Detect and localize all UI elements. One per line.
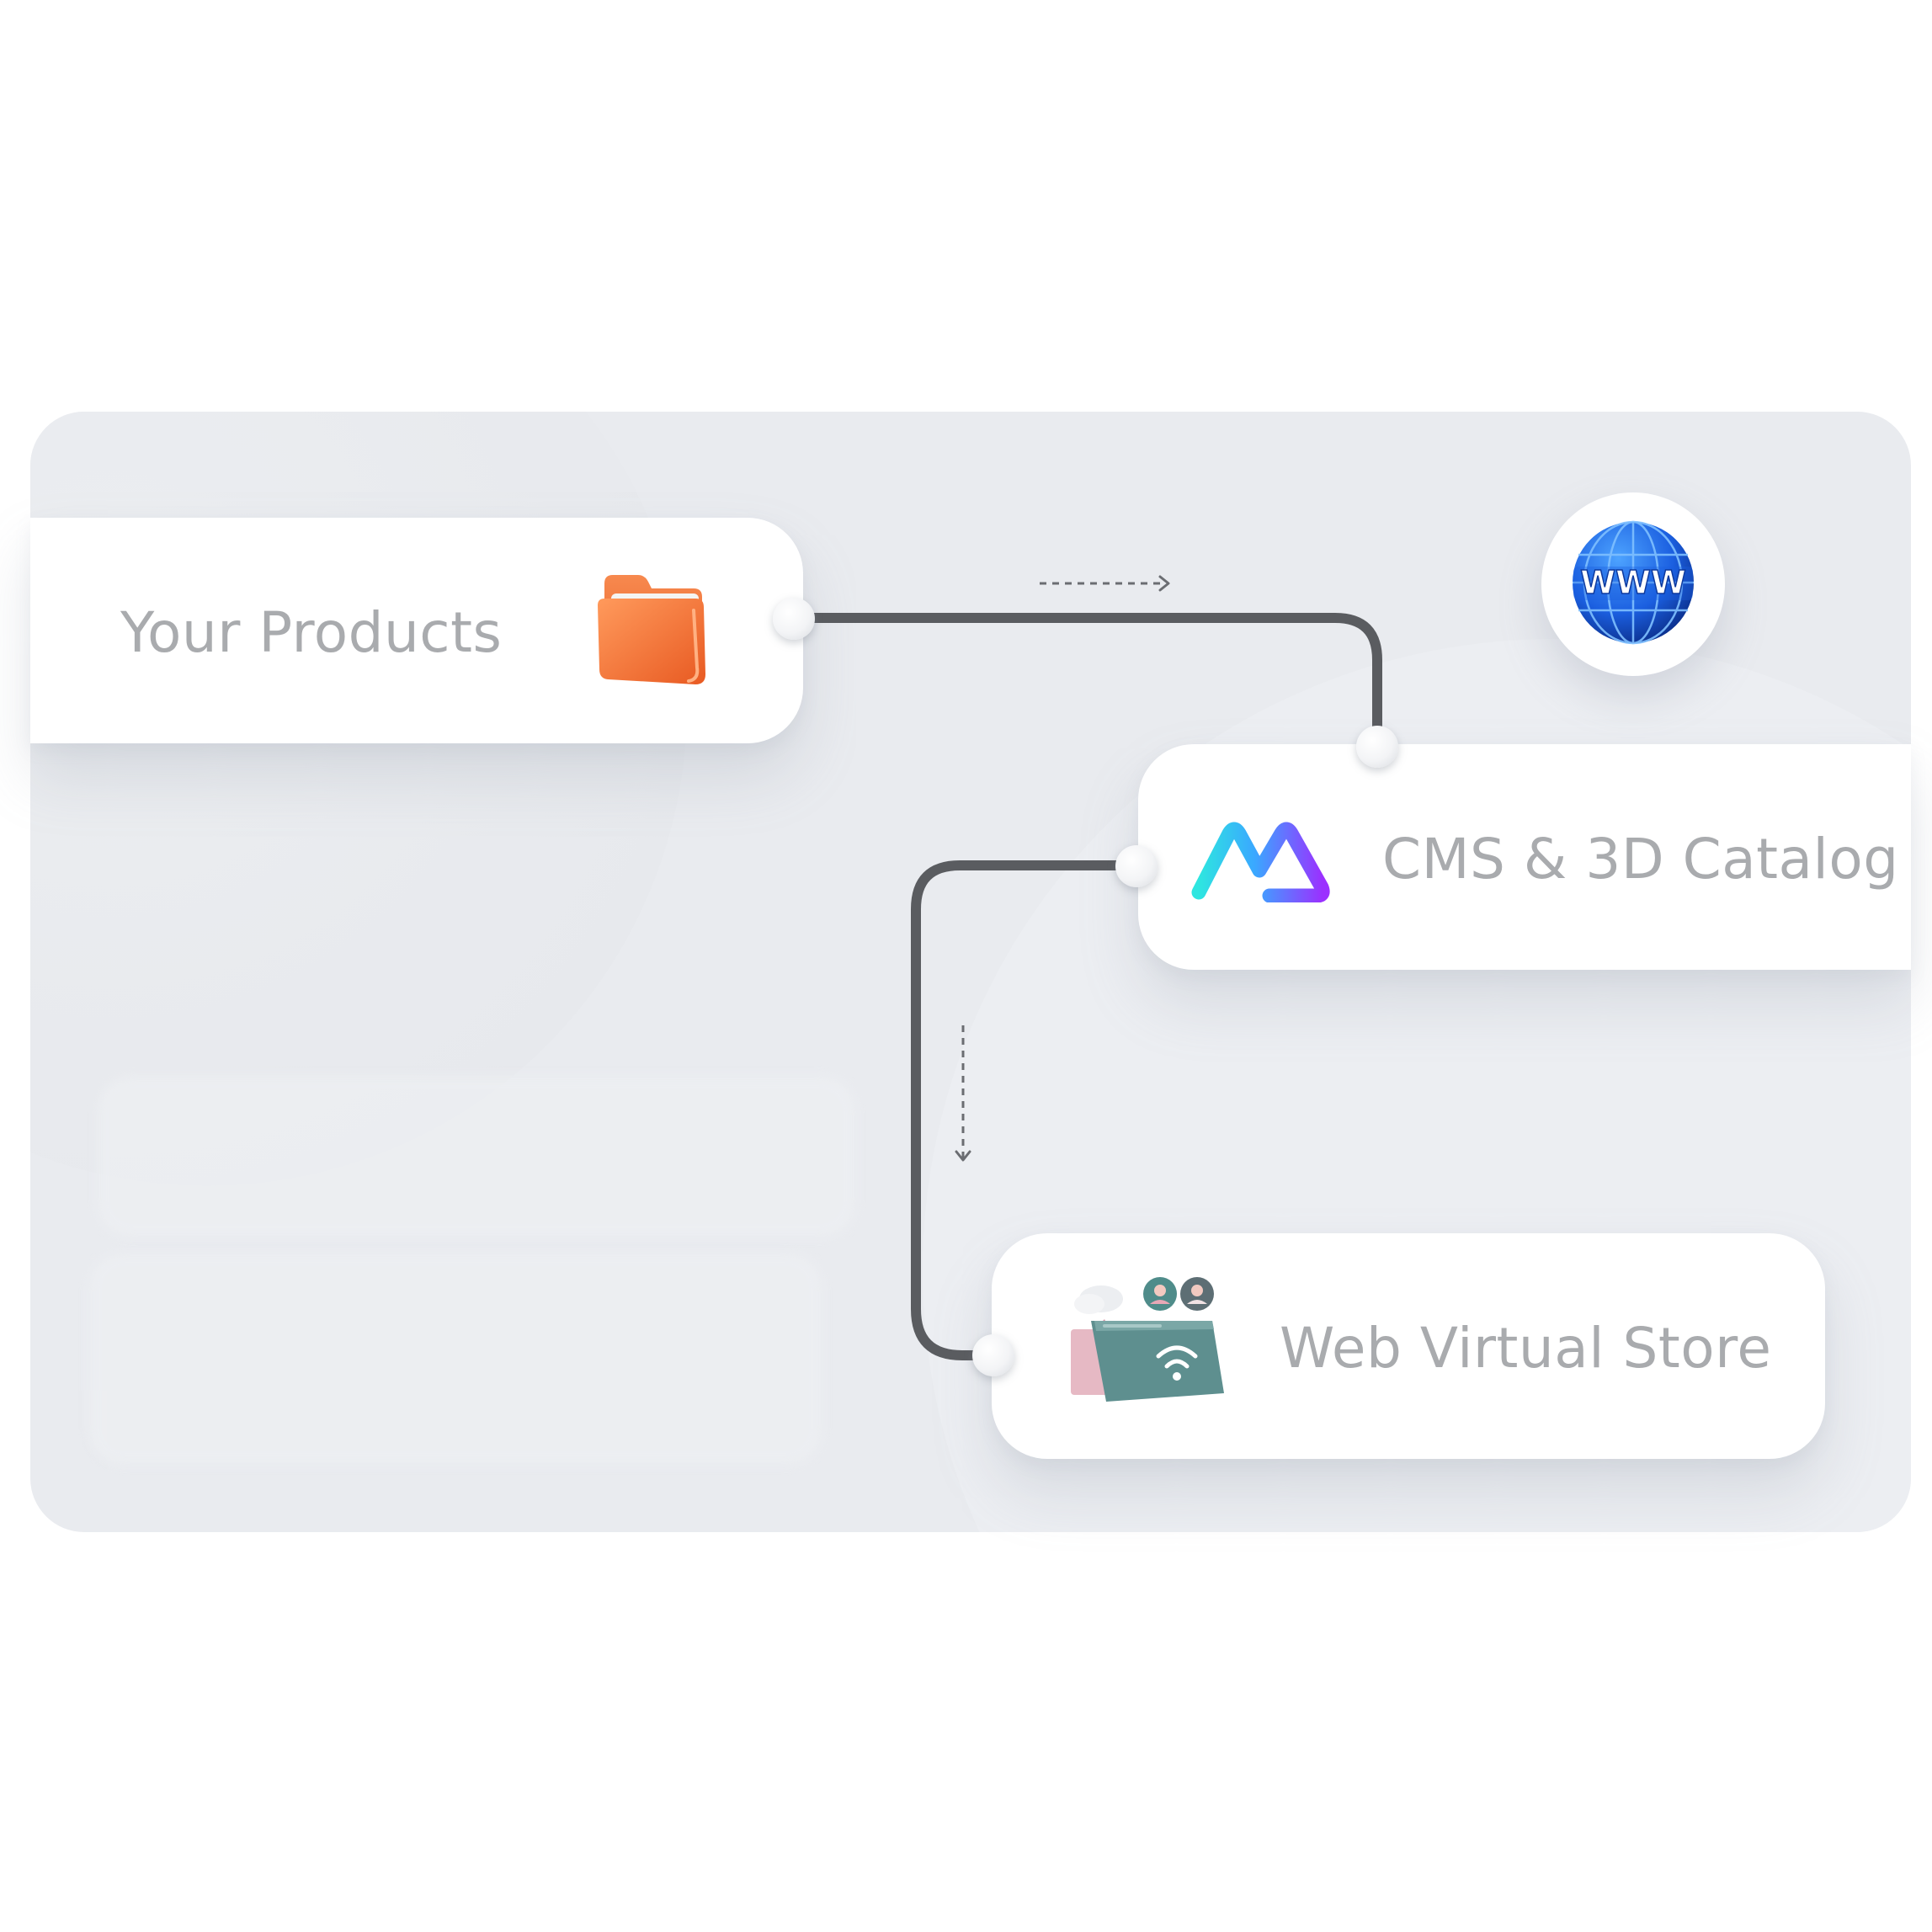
www-text: WWW (1580, 564, 1686, 601)
node-label-store: Web Virtual Store (1280, 1316, 1772, 1381)
logo-icon (1189, 818, 1332, 907)
port-products-out[interactable] (773, 598, 815, 640)
port-cms-in[interactable] (1356, 726, 1398, 768)
node-card-products[interactable]: Your Products (30, 518, 803, 743)
virtual-store-icon (1066, 1275, 1234, 1414)
node-card-cms[interactable]: CMS & 3D Catalog (1138, 744, 1911, 970)
node-label-cms: CMS & 3D Catalog (1382, 827, 1899, 891)
node-card-store[interactable]: Web Virtual Store (992, 1233, 1825, 1459)
edge-products-to-cms (795, 613, 1382, 749)
www-globe-icon: WWW (1570, 519, 1696, 650)
background-ghost-card (98, 1077, 855, 1237)
edge-cms-to-store (911, 860, 1137, 1360)
node-label-products: Your Products (120, 600, 503, 665)
port-cms-out[interactable] (1115, 845, 1158, 887)
port-store-in[interactable] (972, 1334, 1014, 1376)
www-badge: WWW (1541, 492, 1725, 676)
flow-arrow-down (955, 1025, 971, 1162)
background-ghost-card (89, 1253, 822, 1464)
flow-arrow-right (1040, 575, 1170, 592)
folder-icon (586, 568, 721, 699)
